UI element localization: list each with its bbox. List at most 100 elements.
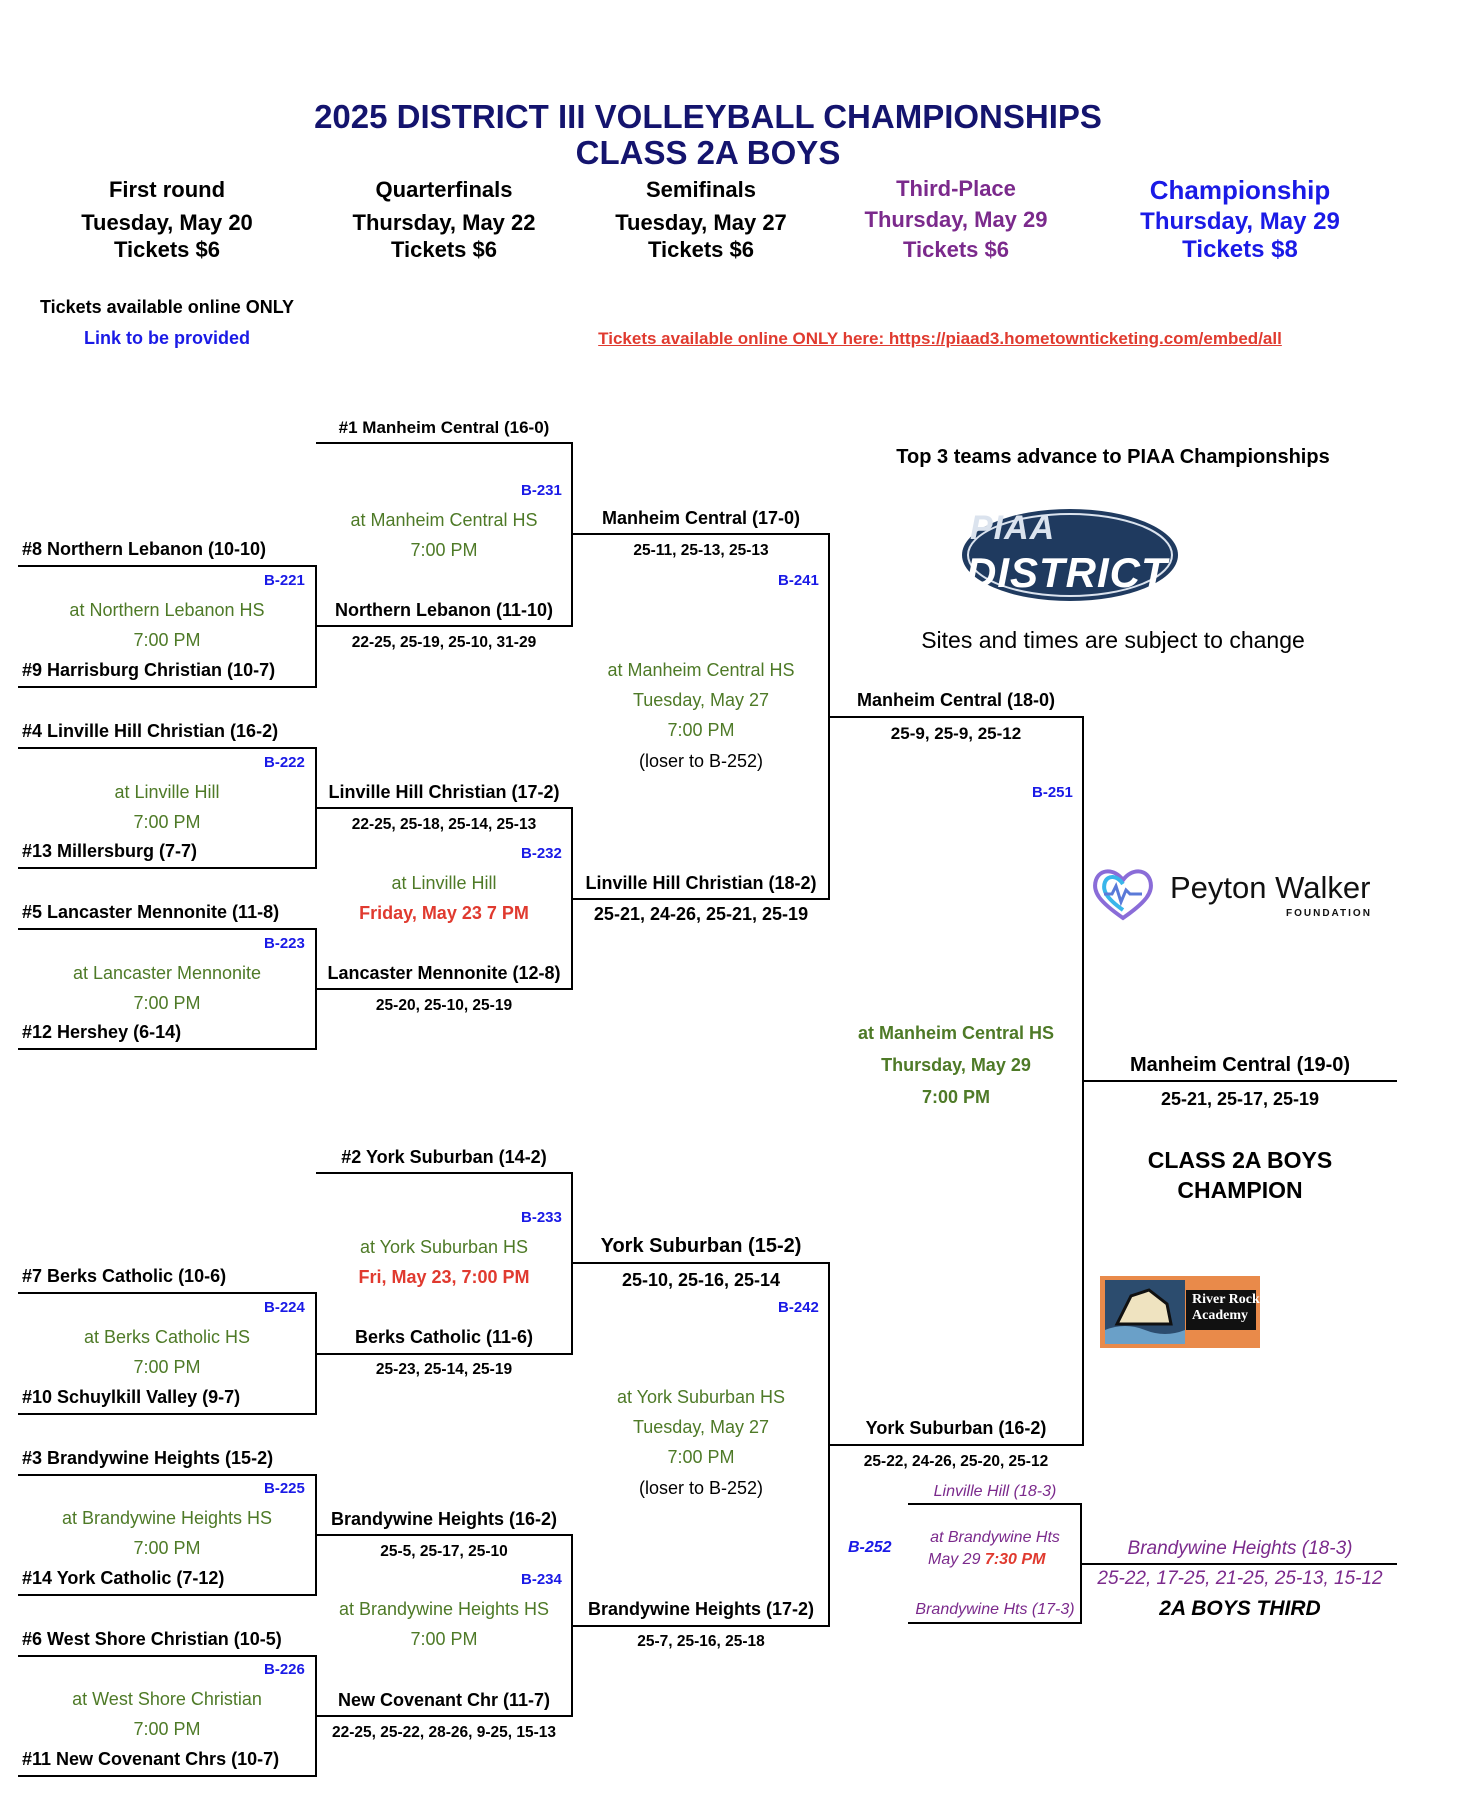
winner-b225: Brandywine Heights (16-2) <box>330 1509 558 1529</box>
game-time: 7:00 PM <box>410 1629 478 1649</box>
third-score: 25-22, 17-25, 21-25, 25-13, 15-12 <box>1097 1568 1383 1589</box>
river-rock-text1: River Rock <box>1192 1292 1260 1307</box>
peyton-walker-logo: Peyton Walker FOUNDATION <box>1090 866 1400 928</box>
page-title: 2025 DISTRICT III VOLLEYBALL CHAMPIONSHI… <box>314 98 1102 135</box>
game-site: at York Suburban HS <box>616 1387 786 1407</box>
ticket-link[interactable]: Tickets available online ONLY here: http… <box>598 329 1282 348</box>
game-site: at Manheim Central HS <box>350 510 538 530</box>
team-seed-6: #6 West Shore Christian (10-5) <box>22 1629 282 1649</box>
score-b241: 25-9, 25-9, 25-12 <box>890 724 1022 743</box>
game-number: B-251 <box>1032 784 1073 801</box>
score-b233: 25-10, 25-16, 25-14 <box>621 1270 781 1290</box>
round-name-third: Third-Place <box>896 176 1016 201</box>
winner-b234: Brandywine Heights (17-2) <box>587 1599 815 1619</box>
game-site: at Berks Catholic HS <box>83 1327 251 1347</box>
round-tickets-champ: Tickets $8 <box>1182 236 1298 263</box>
game-time: 7:00 PM <box>133 812 201 832</box>
game-site: at Brandywine Heights HS <box>61 1508 273 1528</box>
game-number: B-233 <box>521 1209 562 1226</box>
round-name-champ: Championship <box>1149 175 1331 205</box>
district-text: DISTRICT III <box>966 549 1219 596</box>
team-seed-14: #14 York Catholic (7-12) <box>22 1568 225 1588</box>
game-number: B-226 <box>264 1661 305 1678</box>
sites-note: Sites and times are subject to change <box>921 627 1305 653</box>
game-time: Fri, May 23, 7:00 PM <box>358 1267 530 1287</box>
third-bottom-team: Brandywine Hts (17-3) <box>915 1601 1075 1618</box>
team-seed-9: #9 Harrisburg Christian (10-7) <box>22 660 276 680</box>
game-number: B-231 <box>521 482 562 499</box>
game-time: 7:00 PM <box>133 1357 201 1377</box>
game-site: at Northern Lebanon HS <box>69 600 265 620</box>
piaa-district-logo: PIAA DISTRICT III <box>958 505 1228 605</box>
round-tickets-third: Tickets $6 <box>902 237 1010 262</box>
winner-b241: Manheim Central (18-0) <box>856 690 1056 710</box>
game-site: at Manheim Central HS <box>857 1023 1055 1043</box>
score-b234: 25-7, 25-16, 25-18 <box>637 1633 765 1650</box>
round-name-semi: Semifinals <box>645 177 757 202</box>
score-b223: 25-20, 25-10, 25-19 <box>375 997 513 1014</box>
top3-note: Top 3 teams advance to PIAA Championship… <box>896 446 1330 468</box>
winner-b232: Linville Hill Christian (18-2) <box>585 873 817 893</box>
loser-note: (loser to B-252) <box>638 1478 764 1498</box>
winner-b226: New Covenant Chr (11-7) <box>337 1690 551 1710</box>
team-seed-13: #13 Millersburg (7-7) <box>22 841 198 861</box>
peyton-name: Peyton Walker <box>1170 870 1371 905</box>
game-site: at West Shore Christian <box>72 1689 262 1709</box>
river-rock-logo: River Rock Academy <box>1100 1276 1260 1348</box>
game-time: 7:00 PM <box>133 993 201 1013</box>
game-site: at Brandywine Heights HS <box>338 1599 550 1619</box>
river-rock-text2: Academy <box>1192 1308 1248 1323</box>
score-b242: 25-22, 24-26, 25-20, 25-12 <box>863 1453 1049 1470</box>
champion-label: CLASS 2A BOYS <box>1147 1147 1333 1173</box>
heart-icon <box>1093 869 1153 921</box>
winner-b223: Lancaster Mennonite (12-8) <box>327 963 561 983</box>
game-time: 7:00 PM <box>667 1447 735 1467</box>
third-top-team: Linville Hill (18-3) <box>933 1483 1057 1500</box>
score-b222: 22-25, 25-18, 25-14, 25-13 <box>351 816 537 833</box>
game-site: at Linville Hill <box>114 782 220 802</box>
team-seed-1: #1 Manheim Central (16-0) <box>338 418 550 437</box>
round-date-first: Tuesday, May 20 <box>81 210 253 235</box>
game-number: B-232 <box>521 845 562 862</box>
game-number: B-223 <box>264 935 305 952</box>
third-winner: Brandywine Heights (18-3) <box>1127 1538 1353 1559</box>
score-b231: 25-11, 25-13, 25-13 <box>633 542 769 559</box>
round-date-quarter: Thursday, May 22 <box>352 210 536 235</box>
team-seed-7: #7 Berks Catholic (10-6) <box>22 1266 227 1286</box>
champion-team: Manheim Central (19-0) <box>1129 1054 1351 1076</box>
game-site: at Manheim Central HS <box>607 660 795 680</box>
round-tickets-semi: Tickets $6 <box>647 237 755 262</box>
game-number: B-234 <box>521 1571 562 1588</box>
game-site: at York Suburban HS <box>359 1237 529 1257</box>
game-date: Tuesday, May 27 <box>632 1417 770 1437</box>
loser-note: (loser to B-252) <box>638 751 764 771</box>
team-seed-10: #10 Schuylkill Valley (9-7) <box>22 1387 241 1407</box>
team-seed-3: #3 Brandywine Heights (15-2) <box>22 1448 274 1468</box>
third-site: at Brandywine Hts <box>930 1529 1060 1546</box>
peyton-sub: FOUNDATION <box>1286 908 1372 919</box>
game-number: B-222 <box>264 754 305 771</box>
game-number: B-224 <box>264 1299 305 1316</box>
score-b232: 25-21, 24-26, 25-21, 25-19 <box>593 904 809 924</box>
game-time: Friday, May 23 7 PM <box>359 903 529 923</box>
team-seed-5: #5 Lancaster Mennonite (11-8) <box>22 902 280 922</box>
online-only-note: Tickets available online ONLY <box>39 297 295 317</box>
score-b221: 22-25, 25-19, 25-10, 31-29 <box>351 634 537 651</box>
rock-icon <box>1105 1280 1185 1344</box>
winner-b242: York Suburban (16-2) <box>865 1418 1047 1438</box>
score-b224: 25-23, 25-14, 25-19 <box>375 1361 513 1378</box>
game-time: 7:00 PM <box>410 540 478 560</box>
game-number: B-252 <box>848 1539 892 1556</box>
winner-b224: Berks Catholic (11-6) <box>354 1327 534 1347</box>
game-time: 7:00 PM <box>133 1719 201 1739</box>
game-time: 7:00 PM <box>133 630 201 650</box>
game-time: 7:00 PM <box>921 1087 991 1107</box>
game-time: 7:00 PM <box>667 720 735 740</box>
round-date-semi: Tuesday, May 27 <box>615 210 787 235</box>
third-time: 7:30 PM <box>984 1551 1046 1568</box>
champion-label-2: CHAMPION <box>1177 1177 1303 1203</box>
round-date-third: Thursday, May 29 <box>864 207 1048 232</box>
page-subtitle: CLASS 2A BOYS <box>575 134 841 171</box>
round-name-quarter: Quarterfinals <box>375 177 513 202</box>
third-date: May 29 <box>928 1551 981 1568</box>
